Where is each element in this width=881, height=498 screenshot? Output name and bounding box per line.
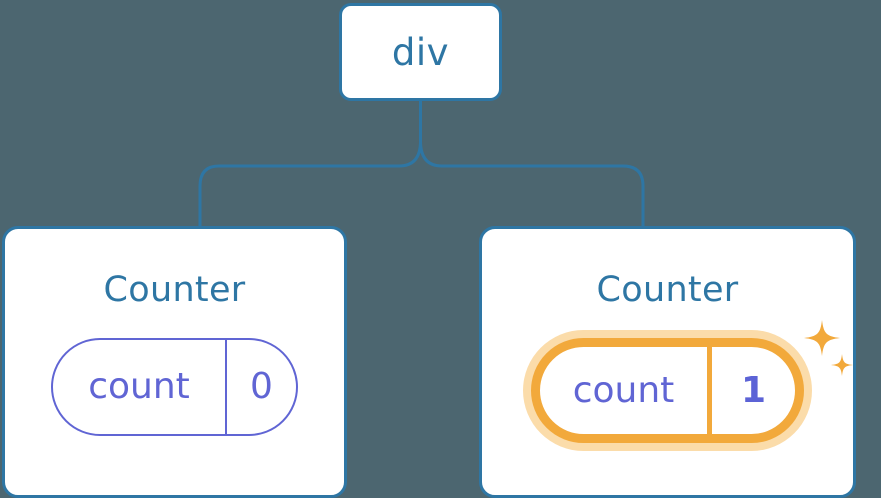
sparkles-icon — [804, 320, 853, 376]
state-pill-wrapper: count 1 — [531, 320, 853, 443]
state-value: 0 — [250, 366, 273, 407]
state-key: count — [540, 347, 712, 434]
state-pill[interactable]: count 0 — [51, 338, 298, 436]
state-value: 1 — [740, 369, 767, 411]
component-title: Counter — [596, 270, 739, 310]
connector-branch-left — [198, 140, 422, 226]
state-key: count — [53, 340, 227, 434]
sparkle-large-icon — [804, 320, 840, 356]
connector-branch-right — [419, 140, 645, 226]
component-title: Counter — [103, 270, 246, 310]
state-pill-highlighted[interactable]: count 1 — [531, 338, 804, 443]
state-pill-wrapper: count 0 — [51, 338, 298, 436]
tree-node-root[interactable]: div — [339, 3, 502, 101]
tree-node-counter-left[interactable]: Counter count 0 — [2, 226, 347, 498]
sparkle-small-icon — [831, 354, 853, 376]
root-node-label: div — [391, 30, 450, 74]
tree-node-counter-right[interactable]: Counter count 1 — [479, 226, 856, 498]
